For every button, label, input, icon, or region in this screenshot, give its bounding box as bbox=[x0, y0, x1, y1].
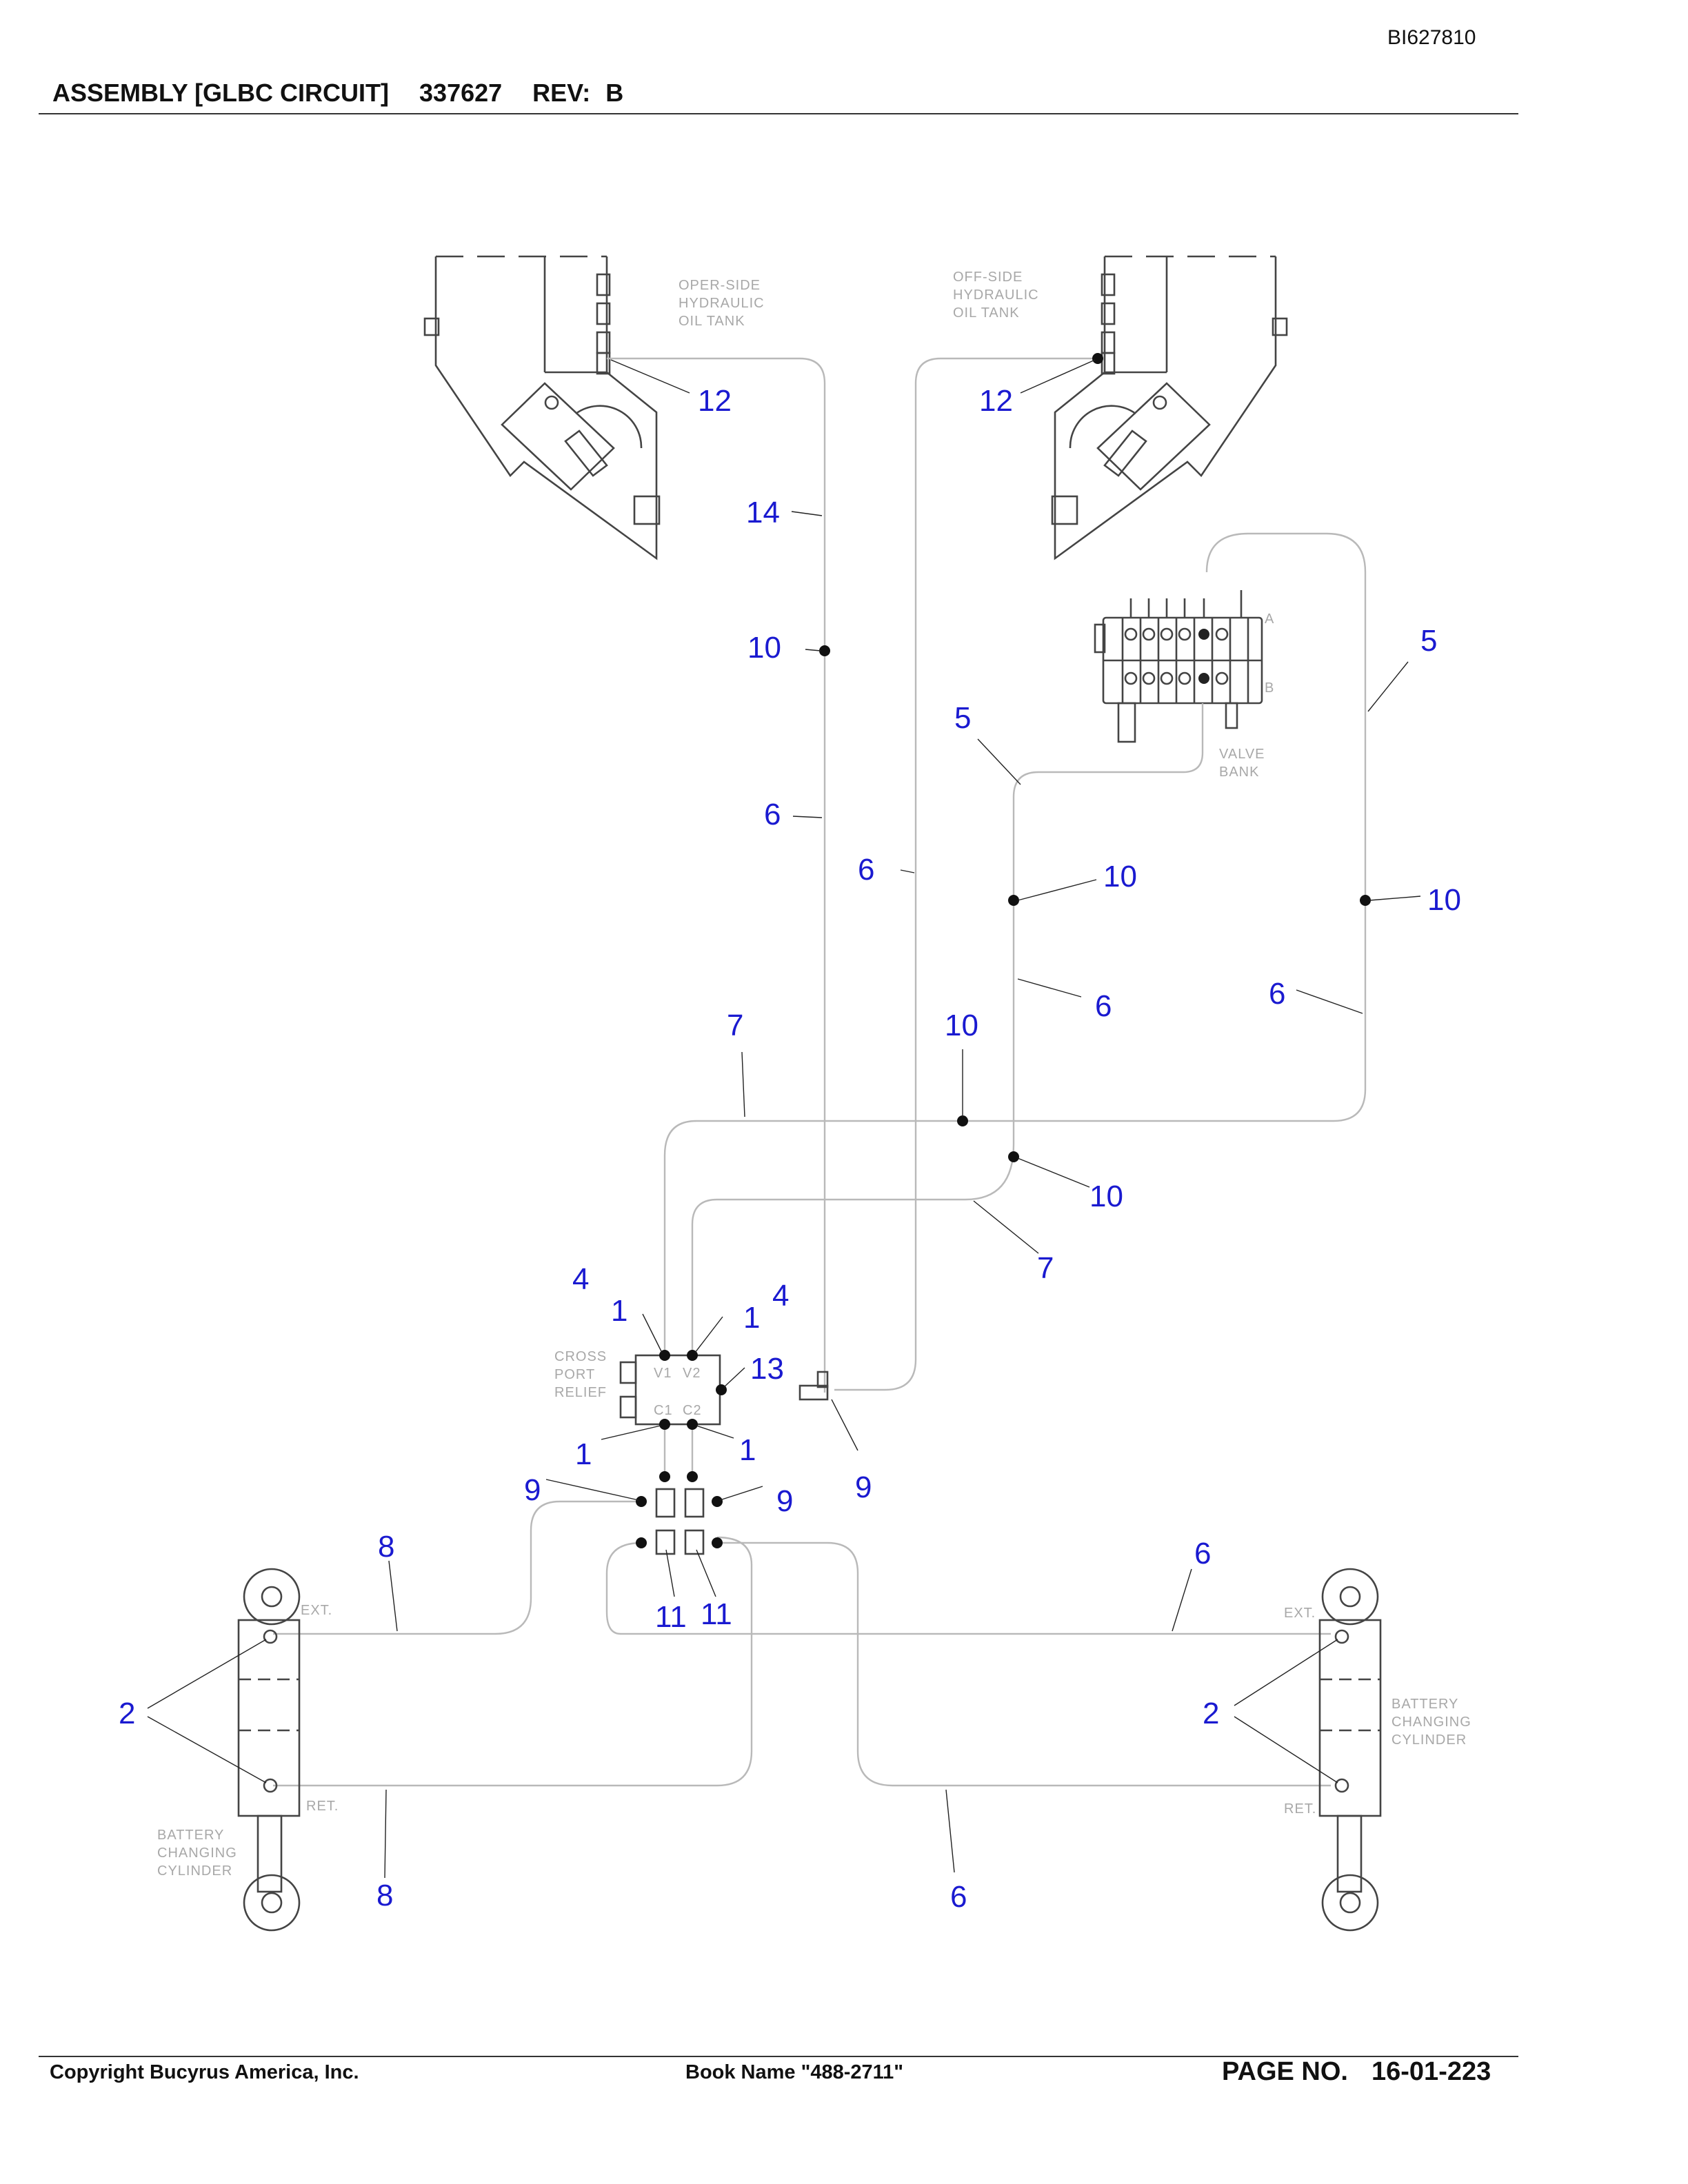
callout-9: 9 bbox=[524, 1473, 541, 1507]
svg-text:RELIEF: RELIEF bbox=[554, 1385, 607, 1400]
rev-value: B bbox=[605, 79, 624, 107]
callout-6: 6 bbox=[950, 1880, 967, 1914]
valve-bank-label: VALVE BANK bbox=[1219, 747, 1265, 780]
port-b-label: B bbox=[1265, 680, 1274, 696]
callout-12-right: 12 bbox=[979, 384, 1013, 418]
callout-10: 10 bbox=[1103, 860, 1137, 893]
svg-text:BATTERY: BATTERY bbox=[157, 1828, 224, 1843]
port-c2-label: C2 bbox=[683, 1403, 702, 1418]
footer-rule bbox=[39, 2056, 1518, 2057]
port-a-label: A bbox=[1265, 611, 1274, 627]
right-ret-label: RET. bbox=[1284, 1801, 1316, 1817]
left-ret-label: RET. bbox=[306, 1799, 339, 1814]
callout-10: 10 bbox=[1089, 1180, 1123, 1213]
off-side-tank bbox=[1051, 255, 1288, 560]
left-battery-changing-cylinder bbox=[237, 1568, 301, 1932]
svg-text:VALVE: VALVE bbox=[1219, 747, 1265, 762]
callout-10: 10 bbox=[945, 1009, 978, 1042]
callout-1: 1 bbox=[575, 1437, 592, 1471]
callout-7: 7 bbox=[727, 1009, 743, 1042]
callout-1: 1 bbox=[743, 1301, 760, 1335]
callout-2: 2 bbox=[1203, 1697, 1219, 1730]
svg-text:OIL TANK: OIL TANK bbox=[953, 305, 1020, 321]
right-battery-changing-cylinder bbox=[1318, 1568, 1382, 1932]
left-ext-label: EXT. bbox=[301, 1603, 332, 1618]
callout-4: 4 bbox=[572, 1262, 589, 1296]
svg-text:CYLINDER: CYLINDER bbox=[157, 1863, 232, 1879]
assembly-name: ASSEMBLY [GLBC CIRCUIT] bbox=[52, 79, 390, 107]
book-name: Book Name "488-2711" bbox=[685, 2061, 904, 2083]
svg-text:HYDRAULIC: HYDRAULIC bbox=[679, 296, 765, 311]
callout-8: 8 bbox=[378, 1530, 394, 1564]
callout-11: 11 bbox=[655, 1600, 687, 1634]
callout-6: 6 bbox=[1194, 1537, 1211, 1570]
callout-5: 5 bbox=[954, 701, 971, 735]
callout-10: 10 bbox=[747, 631, 781, 665]
callout-numbers: 12 12 14 10 5 5 6 6 10 10 6 6 7 10 10 7 … bbox=[119, 384, 1461, 1914]
svg-text:CHANGING: CHANGING bbox=[157, 1846, 237, 1861]
off-side-tank-label: OFF-SIDE HYDRAULIC OIL TANK bbox=[953, 270, 1039, 321]
callout-1: 1 bbox=[611, 1294, 627, 1328]
svg-text:OPER-SIDE: OPER-SIDE bbox=[679, 278, 761, 293]
svg-text:PORT: PORT bbox=[554, 1367, 595, 1382]
oper-side-tank bbox=[423, 255, 661, 560]
svg-text:CROSS: CROSS bbox=[554, 1349, 607, 1364]
port-v1-label: V1 bbox=[654, 1366, 672, 1381]
port-v2-label: V2 bbox=[683, 1366, 701, 1381]
callout-6: 6 bbox=[1269, 977, 1285, 1011]
cross-port-relief-label: CROSS PORT RELIEF bbox=[554, 1349, 607, 1400]
fittings bbox=[655, 1488, 705, 1555]
callout-7: 7 bbox=[1037, 1251, 1054, 1285]
rev-label: REV: bbox=[532, 79, 591, 107]
header-rule bbox=[39, 113, 1518, 114]
callout-9: 9 bbox=[776, 1484, 793, 1518]
callout-13: 13 bbox=[750, 1352, 784, 1386]
connection-points bbox=[636, 353, 1371, 1548]
callout-12-left: 12 bbox=[698, 384, 732, 418]
hose-lines bbox=[273, 357, 1367, 1787]
svg-text:BATTERY: BATTERY bbox=[1391, 1697, 1458, 1712]
left-cylinder-label: BATTERY CHANGING CYLINDER bbox=[157, 1828, 237, 1879]
copyright: Copyright Bucyrus America, Inc. bbox=[50, 2061, 359, 2083]
callout-10: 10 bbox=[1427, 883, 1461, 917]
page-label: PAGE NO. bbox=[1222, 2057, 1348, 2086]
callout-8: 8 bbox=[376, 1879, 393, 1912]
right-cylinder-label: BATTERY CHANGING CYLINDER bbox=[1391, 1697, 1471, 1748]
callout-6: 6 bbox=[764, 798, 781, 831]
svg-text:OIL TANK: OIL TANK bbox=[679, 314, 745, 329]
callout-6: 6 bbox=[858, 853, 874, 887]
page-number: PAGE NO. 16-01-223 bbox=[1222, 2057, 1491, 2087]
page-value: 16-01-223 bbox=[1372, 2057, 1491, 2086]
callout-1: 1 bbox=[739, 1433, 756, 1467]
svg-text:HYDRAULIC: HYDRAULIC bbox=[953, 287, 1039, 303]
callout-9: 9 bbox=[855, 1470, 872, 1504]
callout-6: 6 bbox=[1095, 989, 1112, 1023]
callout-14: 14 bbox=[746, 496, 780, 529]
leader-lines bbox=[147, 359, 1421, 1879]
callout-2: 2 bbox=[119, 1697, 135, 1730]
svg-text:BANK: BANK bbox=[1219, 765, 1259, 780]
assembly-title: ASSEMBLY [GLBC CIRCUIT] 337627 REV: B bbox=[52, 79, 654, 108]
part-number: 337627 bbox=[419, 79, 503, 107]
svg-text:CYLINDER: CYLINDER bbox=[1391, 1732, 1467, 1748]
valve-bank bbox=[1094, 590, 1263, 743]
callout-11: 11 bbox=[701, 1597, 732, 1631]
right-ext-label: EXT. bbox=[1284, 1606, 1316, 1621]
callout-5: 5 bbox=[1420, 624, 1437, 658]
svg-text:CHANGING: CHANGING bbox=[1391, 1715, 1471, 1730]
svg-text:OFF-SIDE: OFF-SIDE bbox=[953, 270, 1023, 285]
document-id: BI627810 bbox=[1387, 26, 1476, 49]
oper-side-tank-label: OPER-SIDE HYDRAULIC OIL TANK bbox=[679, 278, 765, 329]
callout-4: 4 bbox=[772, 1279, 789, 1313]
port-c1-label: C1 bbox=[654, 1403, 673, 1418]
